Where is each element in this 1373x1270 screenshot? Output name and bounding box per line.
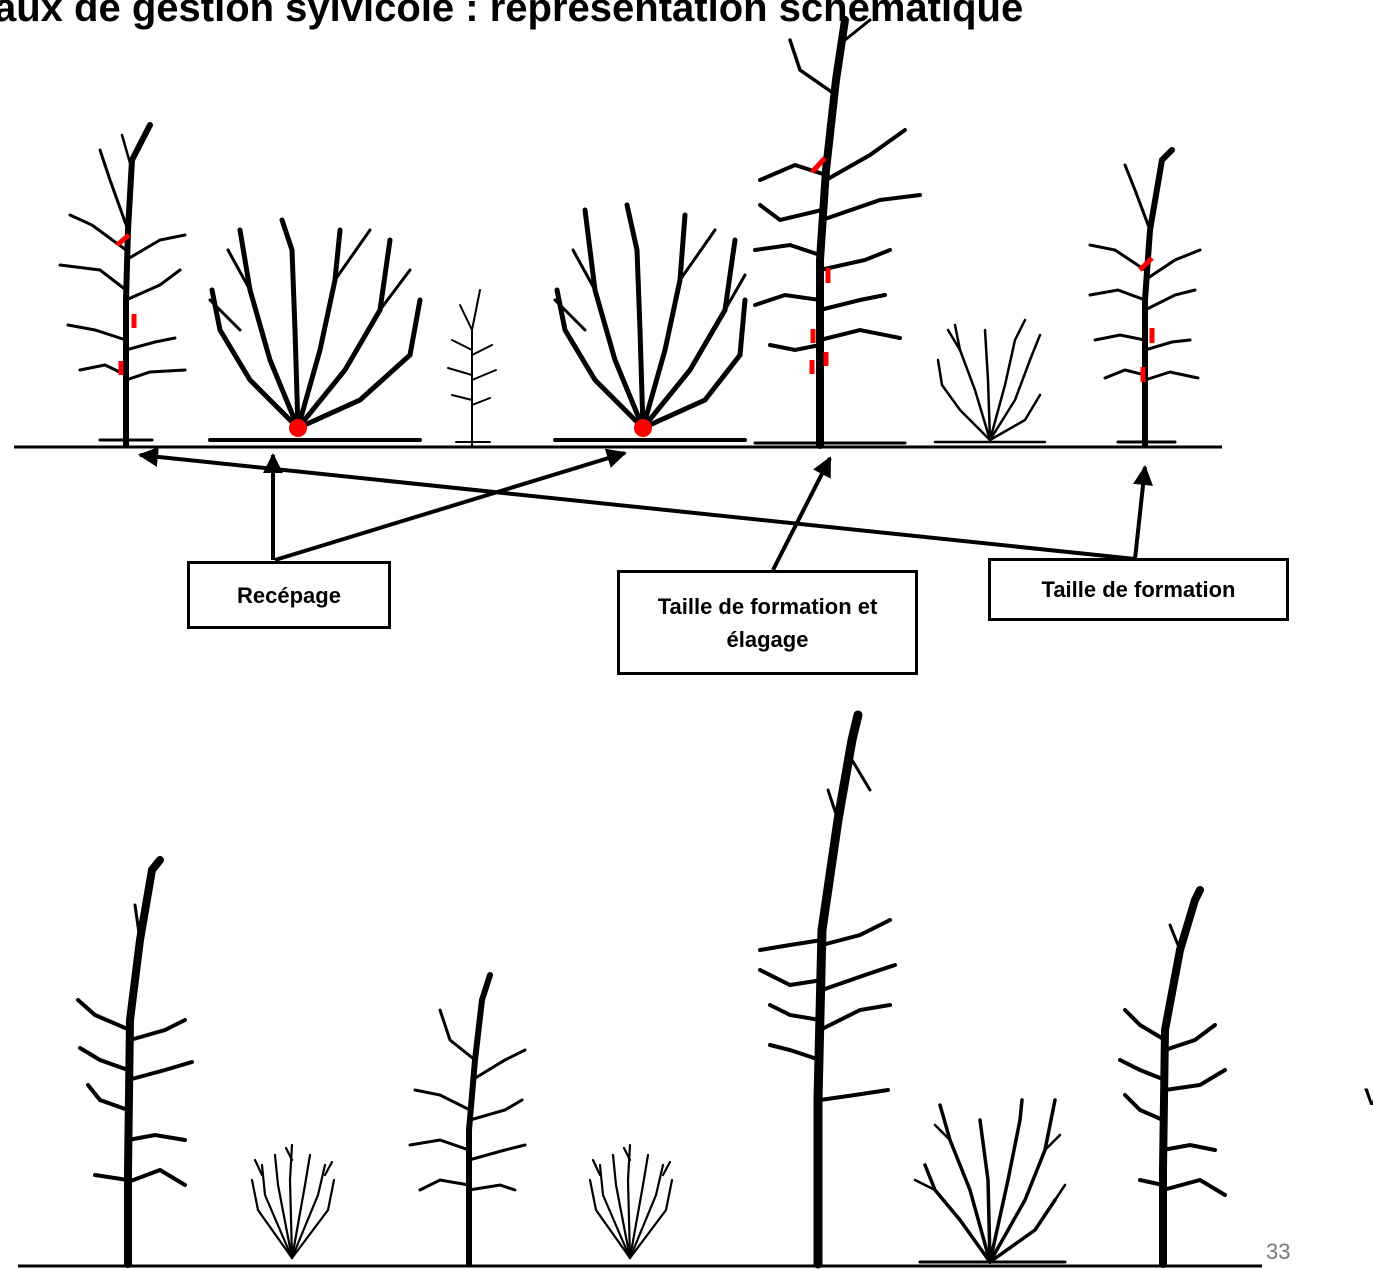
cut-marks-tree-5	[809, 156, 831, 374]
recepage-cut-point-2	[634, 419, 652, 437]
cut-marks-tree-1	[115, 233, 137, 375]
label-recepage: Recépage	[187, 561, 391, 629]
tree-bottom-7	[1118, 886, 1227, 1268]
tree-4-coppice-bush	[553, 202, 748, 442]
cut-marks-tree-7	[1138, 256, 1155, 382]
tree-6-small-shrub	[933, 318, 1047, 444]
tree-bottom-5	[758, 710, 897, 1269]
arrows	[138, 446, 1153, 571]
tree-bottom-2	[250, 1143, 336, 1260]
tree-bottom-3	[408, 972, 527, 1267]
tree-2-coppice-bush	[208, 217, 423, 442]
tree-bottom-1	[76, 856, 194, 1268]
label-taille-formation: Taille de formation	[988, 558, 1289, 621]
tree-bottom-4	[588, 1143, 674, 1260]
arrow-taille-to-tree-7	[1133, 465, 1153, 560]
label-taille-formation-elagage: Taille de formation et élagage	[617, 570, 918, 675]
arrow-recepage-to-tree-4	[274, 448, 627, 562]
page-number: 33	[1266, 1239, 1291, 1264]
tree-3-young-sapling	[447, 289, 497, 446]
arrow-taille-to-tree-1	[138, 446, 1136, 561]
tree-bottom-6	[913, 1098, 1067, 1264]
tree-1-single-stem	[58, 122, 187, 448]
page-title: aux de gestion sylvicole : représentatio…	[0, 0, 1024, 30]
tree-5-tall-single-stem	[753, 16, 922, 449]
arrow-elagage-to-tree-5	[771, 456, 832, 571]
edge-mark: V	[1364, 1084, 1373, 1111]
tree-7-single-stem	[1088, 147, 1202, 448]
recepage-cut-point-1	[289, 419, 307, 437]
